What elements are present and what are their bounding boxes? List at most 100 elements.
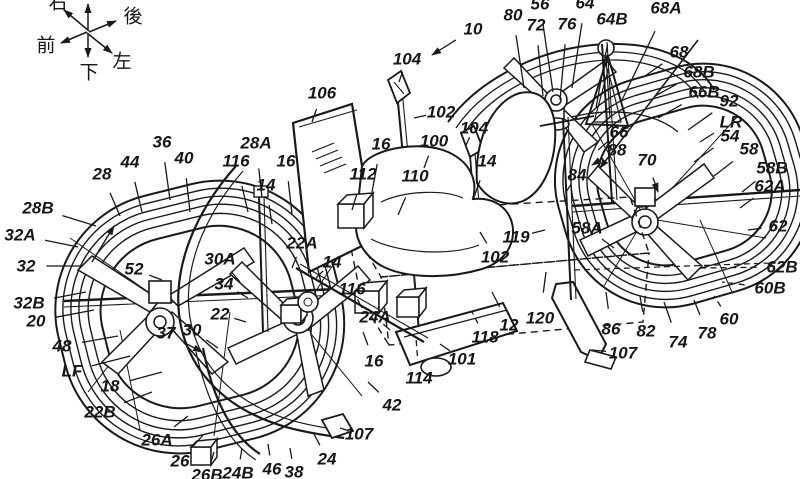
ref-label-54: 54 <box>720 126 740 146</box>
ref-label-30A: 30A <box>204 249 236 269</box>
leader-line-30A <box>230 271 241 283</box>
ref-label-100: 100 <box>419 131 449 151</box>
leader-line-18 <box>129 371 163 382</box>
ref-label-101: 101 <box>447 349 477 369</box>
ref-label-76: 76 <box>557 14 577 34</box>
ref-label-82: 82 <box>636 321 656 341</box>
leader-line-30 <box>205 339 219 349</box>
leader-line-32A <box>44 239 79 248</box>
ref-label-16: 16 <box>371 134 391 154</box>
leader-line-14 <box>315 270 324 279</box>
ref-label-106: 106 <box>307 83 337 103</box>
ref-label-62B: 62B <box>766 257 798 277</box>
ref-label-62: 62 <box>768 216 788 236</box>
leader-line-64 <box>571 23 583 89</box>
leader-line-28A <box>258 168 263 199</box>
leader-line-66B <box>657 104 683 119</box>
left-grip <box>386 69 412 105</box>
ref-label-16: 16 <box>364 351 384 371</box>
ref-label-86: 86 <box>601 319 621 339</box>
ref-label-116: 116 <box>222 151 250 171</box>
leader-line-24B <box>239 447 243 460</box>
windshield-hatch <box>311 142 347 174</box>
ref-label-107: 107 <box>344 424 374 444</box>
leader-line-24A <box>382 323 391 331</box>
leader-line-48 <box>81 335 119 344</box>
ref-label-22B: 22B <box>84 402 116 422</box>
right-duct <box>553 62 800 309</box>
ref-label-102: 102 <box>426 102 456 122</box>
leader-line-22B <box>123 391 153 404</box>
seat <box>354 145 515 278</box>
leader-line-58B <box>741 180 756 193</box>
ref-label-119: 119 <box>502 227 530 247</box>
ref-label-22A: 22A <box>286 233 318 253</box>
leader-line-107 <box>339 427 349 432</box>
ref-label-58: 58 <box>739 139 759 159</box>
leader-line-26A <box>173 415 189 428</box>
ref-label-68B: 68B <box>683 62 715 82</box>
center-body <box>189 69 650 468</box>
ref-label-72: 72 <box>526 15 546 35</box>
leader-line-56 <box>542 24 554 93</box>
leader-line-40 <box>185 178 191 213</box>
ref-label-28B: 28B <box>22 198 54 218</box>
leader-line-84 <box>565 183 572 193</box>
ref-label-104: 104 <box>459 118 489 138</box>
ref-label-78: 78 <box>697 323 717 343</box>
ref-label-40: 40 <box>174 148 194 168</box>
foot-peg <box>394 301 519 367</box>
ref-label-14: 14 <box>477 151 497 171</box>
ref-label-20: 20 <box>26 311 46 331</box>
ref-label-44: 44 <box>120 152 140 172</box>
ref-label-26: 26 <box>170 451 190 471</box>
leader-line-101 <box>439 343 451 352</box>
leader-line-14 <box>268 205 273 225</box>
leader-line-100 <box>423 155 430 169</box>
ref-label-112: 112 <box>349 164 377 184</box>
ref-label-32B: 32B <box>13 293 45 313</box>
ref-label-58A: 58A <box>571 218 603 238</box>
ref-label-26B: 26B <box>191 465 223 479</box>
leader-line-68A <box>621 30 656 101</box>
leader-line-78 <box>693 299 701 316</box>
ref-label-60B: 60B <box>754 278 786 298</box>
ref-label-18: 18 <box>100 376 120 396</box>
ref-label-104: 104 <box>392 49 422 69</box>
leader-line-120 <box>542 271 547 293</box>
left-rotors <box>63 246 372 398</box>
leader-line-16 <box>371 163 378 193</box>
ref-label-56: 56 <box>530 0 550 14</box>
leader-line-112 <box>351 193 358 211</box>
ref-label-74: 74 <box>668 332 688 352</box>
ref-label-34: 34 <box>214 274 234 294</box>
leader-line-14 <box>472 179 481 201</box>
leader-line-104 <box>398 71 404 83</box>
ref-label-46: 46 <box>262 459 282 479</box>
ref-label-52: 52 <box>124 259 144 279</box>
ref-label-116: 116 <box>338 279 366 299</box>
leader-line-16 <box>362 331 369 346</box>
leader-line-12 <box>491 291 501 308</box>
leader-line-119 <box>531 229 546 234</box>
ref-label-114: 114 <box>405 368 433 388</box>
leader-line-54 <box>693 147 714 163</box>
compass-direction-label: 下 <box>79 62 99 84</box>
bearing <box>297 291 319 313</box>
ref-label-88: 88 <box>607 140 627 160</box>
ref-label-48: 48 <box>52 336 72 356</box>
leader-line-LR <box>699 132 715 143</box>
leader-line-107 <box>591 349 607 353</box>
leader-line-62A <box>739 197 754 209</box>
leader-line-60B <box>721 281 745 286</box>
ref-label-60: 60 <box>719 309 739 329</box>
leader-line-42 <box>367 381 380 393</box>
leader-line-62 <box>747 227 762 231</box>
leader-line-102 <box>479 231 488 244</box>
leader-line-32B <box>53 291 87 299</box>
ref-label-64: 64 <box>575 0 595 13</box>
ref-label-58B: 58B <box>756 158 788 178</box>
